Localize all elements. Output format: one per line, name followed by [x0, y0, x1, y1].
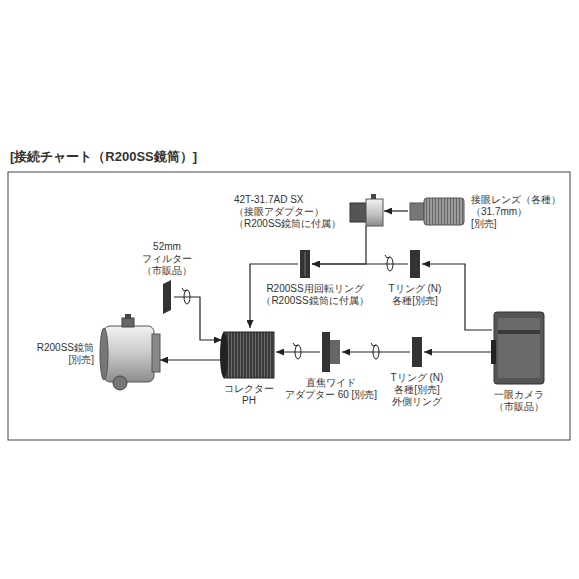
wide-adapter	[322, 332, 340, 372]
component: 接眼レンズ（各種） （31.7mm） [別売]	[408, 196, 466, 226]
part-label: Tリング (N) 各種[別売]	[388, 283, 442, 307]
eyepiece-adapter	[350, 194, 383, 226]
rotation-ring	[300, 250, 310, 278]
connector-arrow	[160, 359, 222, 360]
connector-arrow	[276, 351, 320, 352]
part-label: 接眼レンズ（各種） （31.7mm） [別売]	[471, 194, 562, 230]
component: 52mm フィルター （市販品）	[160, 280, 174, 314]
connector-arrow	[384, 210, 408, 211]
component: Tリング (N) 各種[別売] 外側リング	[410, 335, 424, 369]
part-label: 42T-31.7AD SX （接眼アダプター） （R200SS鏡筒に付属）	[234, 194, 343, 230]
component: R200SS用回転リング （R200SS鏡筒に付属）	[298, 248, 312, 280]
connector-arrow	[342, 351, 410, 352]
part-label: 一眼カメラ （市販品）	[494, 389, 545, 413]
t-ring	[410, 250, 420, 278]
component: コレクター PH	[222, 328, 276, 380]
rotation-symbol	[182, 255, 393, 359]
part-label: R200SS鏡筒 [別売]	[35, 342, 94, 366]
part-label: コレクター PH	[224, 383, 275, 407]
t-ring-outer	[412, 337, 422, 367]
telescope-tube	[100, 314, 160, 390]
component: 42T-31.7AD SX （接眼アダプター） （R200SS鏡筒に付属）	[348, 196, 384, 226]
component: 一眼カメラ （市販品）	[492, 310, 546, 386]
connector-arrow	[174, 297, 222, 340]
component: 直焦ワイド アダプター 60 [別売]	[320, 330, 342, 374]
part-label: 52mm フィルター （市販品）	[142, 241, 193, 277]
camera	[491, 312, 544, 384]
filter	[163, 280, 171, 314]
part-label: 直焦ワイド アダプター 60 [別売]	[284, 377, 378, 401]
component: R200SS鏡筒 [別売]	[98, 318, 160, 390]
chart-title: [接続チャート（R200SS鏡筒）]	[10, 148, 197, 166]
part-label: Tリング (N) 各種[別売] 外側リング	[390, 372, 444, 408]
connector-arrow	[312, 263, 408, 264]
connector-arrow	[424, 351, 492, 352]
collector	[220, 332, 274, 378]
chart-frame	[8, 172, 570, 440]
component: Tリング (N) 各種[別売]	[408, 248, 422, 280]
eyepiece	[410, 198, 464, 225]
part-label: R200SS用回転リング （R200SS鏡筒に付属）	[261, 283, 370, 307]
connector-arrow	[312, 226, 366, 264]
